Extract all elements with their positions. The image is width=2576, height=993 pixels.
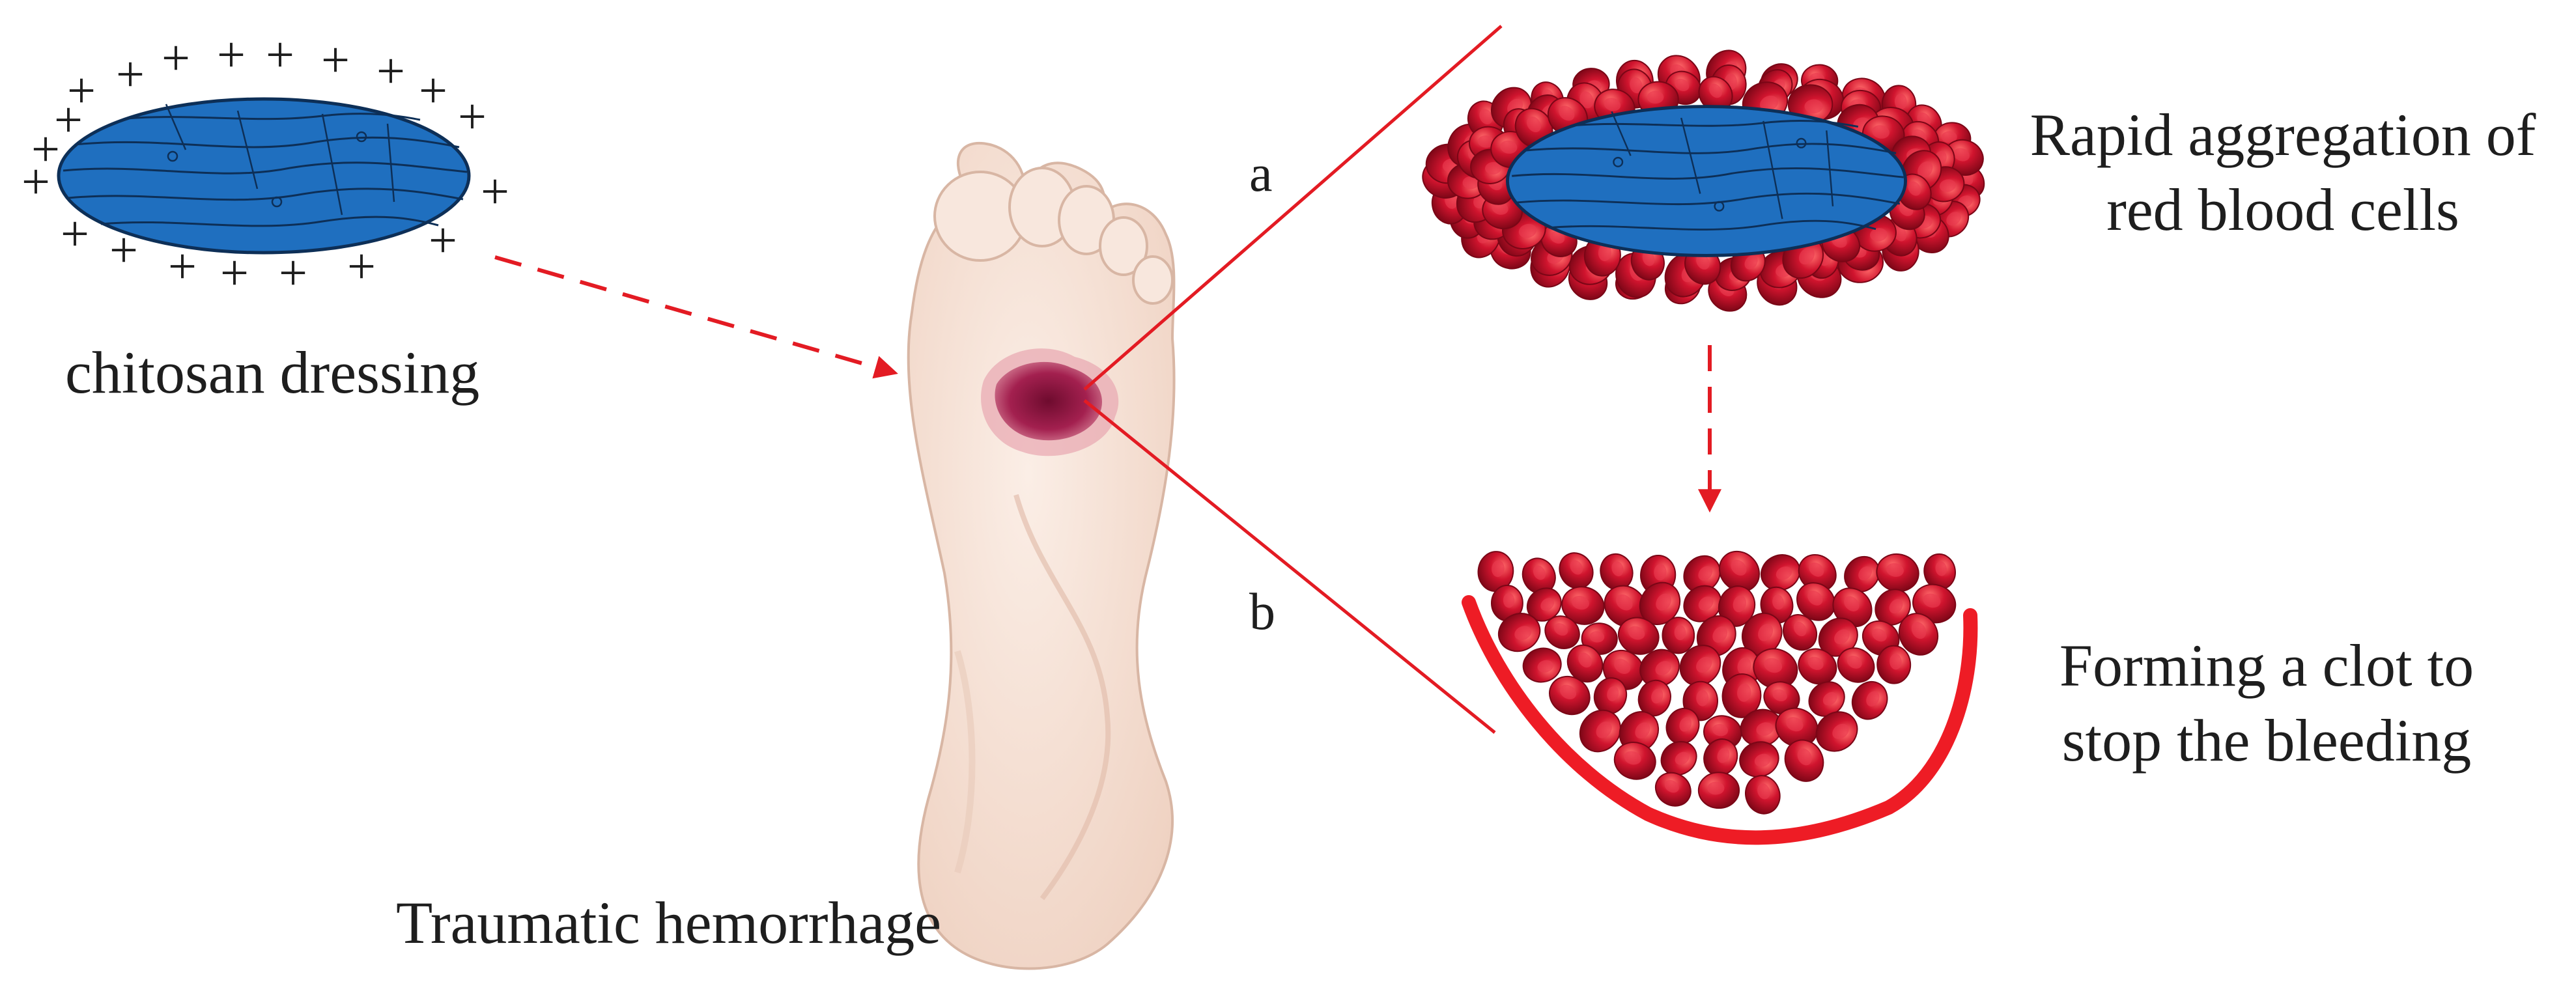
red-blood-cell [1613,742,1656,780]
red-blood-cell [1784,739,1824,782]
wound [995,361,1103,441]
red-blood-cell [1851,681,1888,720]
red-blood-cell [1579,709,1621,753]
zoom-line-a [1083,25,1503,391]
red-blood-cell [1697,772,1740,809]
red-blood-cell [1876,553,1919,593]
dressing-label: chitosan dressing [65,339,480,406]
aggregation-caption-line-2: red blood cells [2106,176,2459,243]
aggregated-red-blood-cells [1422,49,1985,312]
red-blood-cell [1808,681,1845,717]
red-blood-cell [1604,585,1647,628]
plus-charge: + [21,153,50,210]
clot-caption-line-1: Forming a clot to [2059,632,2474,699]
red-blood-cell [1721,673,1762,718]
red-blood-cell [1703,715,1742,750]
zoom-line-b [1083,399,1496,734]
plus-charge: + [419,62,447,119]
dressing-with-aggregation [1507,107,1905,256]
plus-charge: + [266,26,294,83]
clot-outline [1462,595,1978,845]
plus-charge: + [347,238,376,294]
clot-caption: Forming a clot to stop the bleeding [2013,628,2521,778]
plus-charge: + [61,205,89,262]
clot-caption-line-2: stop the bleeding [2061,707,2472,774]
red-blood-cell [1639,581,1681,625]
plus-charge: + [481,163,509,219]
red-blood-cell [1544,615,1580,649]
plus-charge: + [429,212,457,268]
foot-illustration [907,142,1176,970]
red-blood-cell [1815,711,1858,752]
red-blood-cell [1837,647,1875,683]
red-blood-cell [1718,550,1760,593]
red-blood-cell [1679,645,1721,686]
clot-red-blood-cells [1477,550,1957,815]
red-blood-cell [1796,582,1836,621]
red-blood-cell [1775,707,1819,748]
red-blood-cell [1660,740,1697,776]
plus-charge: + [168,238,197,294]
plus-charge: + [458,88,487,145]
plus-charge: + [321,31,350,88]
plus-charge: + [279,244,307,301]
red-blood-cell [1683,555,1721,593]
red-blood-cell [1698,76,1733,113]
aggregation-caption-line-1: Rapid aggregation of [2030,102,2536,168]
branch-label-b: b [1249,583,1275,641]
red-blood-cell [1703,738,1738,777]
red-blood-cell [1490,584,1523,622]
red-blood-cell [1522,557,1556,594]
plus-charge: + [67,62,96,119]
red-blood-cell [1798,648,1837,685]
red-blood-cell [1876,645,1912,684]
red-blood-cell [1783,614,1818,651]
red-blood-cell [1742,612,1783,656]
red-blood-cell [1662,617,1695,654]
red-blood-cell [1654,772,1691,807]
red-blood-cell [1549,675,1591,716]
red-blood-cell [1761,554,1801,591]
red-blood-cell [1559,552,1594,589]
red-blood-cell [1718,585,1756,627]
red-blood-cell [1639,649,1680,688]
red-blood-cell [1637,679,1671,717]
plus-charge: + [217,26,246,83]
aggregation-caption: Rapid aggregation of red blood cells [2026,98,2540,247]
plus-charge: + [54,91,83,148]
red-blood-cell [1497,613,1541,652]
plus-charge: + [220,244,249,301]
red-blood-cell [1617,617,1660,655]
plus-charge: + [162,29,190,86]
hemorrhage-label: Traumatic hemorrhage [396,889,942,956]
red-blood-cell [1477,551,1514,593]
red-blood-cell [1739,741,1779,777]
plus-charge: + [31,120,60,177]
red-blood-cell [1844,555,1880,593]
red-blood-cell [1561,586,1605,625]
red-blood-cell [1522,647,1562,683]
red-blood-cell [1898,613,1939,656]
branch-label-a: a [1249,145,1273,203]
red-blood-cell [1875,589,1911,626]
red-blood-cell [1593,677,1628,715]
dressing-to-wound-arrow [494,255,898,379]
plus-charge: + [376,42,405,99]
positive-charges: ++++++++++++++++++++ [21,26,509,301]
plus-charge: + [109,221,138,278]
red-blood-cell [1745,775,1781,815]
red-blood-cell [1566,644,1604,683]
red-blood-cell [1798,554,1837,592]
red-blood-cell [1763,681,1800,715]
plus-charge: + [116,46,145,102]
